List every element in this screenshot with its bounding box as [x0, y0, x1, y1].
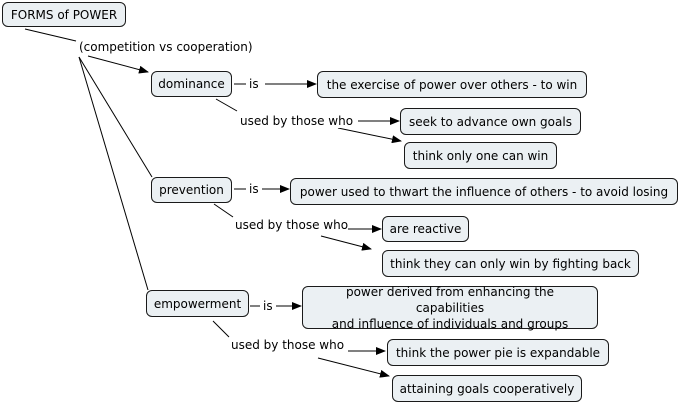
- dominance-used-line: [215, 98, 238, 112]
- link-to-empowerment: [78, 56, 149, 291]
- prevention-user-node-2[interactable]: think they can only win by fighting back: [382, 250, 639, 277]
- dominance-is-label: is: [249, 77, 259, 91]
- dominance-user-node-1[interactable]: seek to advance own goals: [400, 108, 581, 135]
- empowerment-definition-line-2: and influence of individuals and groups: [331, 316, 569, 331]
- prevention-definition-node[interactable]: power used to thwart the influence of ot…: [290, 178, 678, 205]
- arrow-to-dominance: [87, 55, 149, 74]
- prevention-used-label: used by those who: [235, 218, 349, 232]
- prevention-user-node-1[interactable]: are reactive: [382, 216, 469, 242]
- root-concept-node[interactable]: FORMS of POWER: [2, 2, 126, 27]
- prevention-used-line: [213, 203, 234, 218]
- empowerment-used-line: [212, 320, 230, 338]
- empowerment-node[interactable]: empowerment: [146, 290, 249, 317]
- empowerment-definition-node[interactable]: power derived from enhancing the capabil…: [302, 284, 598, 331]
- dominance-definition-node[interactable]: the exercise of power over others - to w…: [317, 71, 587, 98]
- root-link-label: (competition vs cooperation): [79, 40, 253, 54]
- empowerment-used-arrow-2: [317, 357, 390, 378]
- dominance-used-label: used by those who: [240, 114, 354, 128]
- empowerment-used-label: used by those who: [231, 338, 345, 352]
- link-to-prevention: [78, 56, 153, 178]
- empowerment-definition-line-1: power derived from enhancing the capabil…: [345, 284, 555, 315]
- prevention-used-arrow-2: [320, 235, 372, 251]
- dominance-used-arrow-2: [337, 127, 402, 144]
- empowerment-user-node-2[interactable]: attaining goals cooperatively: [392, 375, 582, 402]
- empowerment-user-node-1[interactable]: think the power pie is expandable: [387, 339, 609, 366]
- dominance-user-node-2[interactable]: think only one can win: [404, 142, 557, 169]
- prevention-node[interactable]: prevention: [151, 177, 232, 203]
- link-root-to-label: [24, 28, 77, 42]
- empowerment-is-label: is: [263, 299, 273, 313]
- dominance-node[interactable]: dominance: [151, 71, 232, 97]
- prevention-is-label: is: [249, 182, 259, 196]
